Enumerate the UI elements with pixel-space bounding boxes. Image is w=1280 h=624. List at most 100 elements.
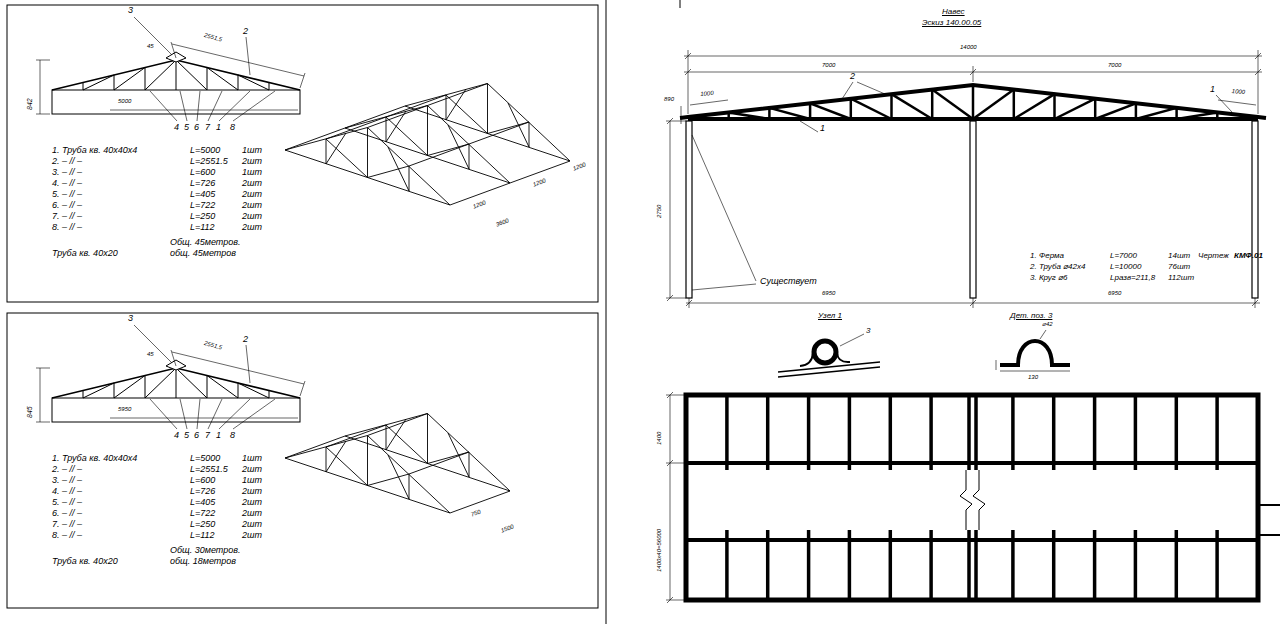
callout-number: 3 xyxy=(128,6,133,15)
spec-quantity: 2шт xyxy=(242,190,262,199)
spec-length: L=10000 xyxy=(1110,263,1141,271)
callout-number: 1 xyxy=(216,431,221,440)
drawing-line xyxy=(778,367,880,377)
spec-quantity: 112шт xyxy=(1168,274,1194,282)
spec-text: 7. – // – xyxy=(52,520,82,529)
drawing-line xyxy=(725,395,729,470)
angle-text: 45 xyxy=(147,43,154,49)
sheet-frame xyxy=(7,313,598,608)
callout-number: 5 xyxy=(184,431,189,440)
drawing-line xyxy=(680,85,1266,118)
assembly-detail xyxy=(778,334,880,377)
drawing-line xyxy=(970,300,976,306)
truss-elevation xyxy=(36,17,305,121)
drawing-line xyxy=(932,90,973,119)
callout-number: 7 xyxy=(205,123,210,132)
drawing-line xyxy=(889,395,893,470)
drawing-line xyxy=(851,99,892,119)
drawing-line xyxy=(996,360,997,370)
spec-quantity: 2шт xyxy=(242,531,262,540)
canopy-plan xyxy=(686,395,1280,600)
drawing-line xyxy=(1258,504,1280,506)
drawing-line xyxy=(667,392,673,398)
dimension-text: 1000 xyxy=(700,90,714,97)
drawing-line xyxy=(1093,530,1097,600)
callout-number: 7 xyxy=(205,431,210,440)
callout-number: 2 xyxy=(243,335,248,344)
drawing-line xyxy=(766,395,770,470)
spec-text: 1. Ферма xyxy=(1030,252,1064,260)
drawing-line xyxy=(1011,395,1015,470)
drawing-line xyxy=(840,334,864,346)
spec-quantity: 2шт xyxy=(242,465,262,474)
drawing-line xyxy=(1052,530,1056,600)
spec-quantity: 2шт xyxy=(242,201,262,210)
spec-quantity: 2шт xyxy=(242,157,262,166)
dimension-text: 750 xyxy=(470,509,481,518)
sheet-frame xyxy=(7,5,598,302)
drawing-line xyxy=(1052,395,1056,470)
drawing-line xyxy=(1135,103,1138,119)
spec-length: L=112 xyxy=(190,531,215,540)
drawing-line xyxy=(1000,371,1070,372)
dimension-text: 6950 xyxy=(822,290,835,296)
drawing-line xyxy=(685,69,691,75)
drawing-line xyxy=(809,103,812,119)
drawing-line xyxy=(848,530,852,600)
sheet-subtitle: Эскиз 140.00.05 xyxy=(922,19,981,27)
drawing-line xyxy=(725,530,729,600)
spec-text: 7. – // – xyxy=(52,212,82,221)
spec-length: L=5000 xyxy=(190,146,220,155)
dimension-text: 2551,5 xyxy=(203,340,222,351)
drawing-line xyxy=(1134,395,1138,470)
drawing-line xyxy=(670,395,671,600)
drawing-line xyxy=(326,425,386,447)
drawing-line xyxy=(667,118,673,124)
drawing-line xyxy=(1011,530,1015,600)
drawing-line xyxy=(974,530,978,600)
spec-length: L=250 xyxy=(190,520,215,529)
spec-quantity: 2шт xyxy=(242,212,262,221)
drawing-line xyxy=(972,85,975,119)
drawing-line xyxy=(960,470,972,530)
total-text: Общ. 30метров. xyxy=(170,546,240,555)
drawing-line xyxy=(690,100,728,105)
drawing-line xyxy=(1013,90,1016,119)
drawing-line xyxy=(409,452,469,474)
dimension-text: 3600 xyxy=(495,217,510,227)
drawing-line xyxy=(326,95,446,139)
drawing-line xyxy=(686,121,692,298)
spec-quantity: 76шт xyxy=(1168,263,1190,271)
drawing-line xyxy=(667,295,673,301)
drawing-line xyxy=(285,106,405,150)
spec-length: L=600 xyxy=(190,476,215,485)
callout-number: 3 xyxy=(128,314,133,323)
spec-length: L=600 xyxy=(190,168,215,177)
spec-text: 1. Труба кв. 40х40х4 xyxy=(52,146,137,155)
spec-text: 5. – // – xyxy=(52,498,82,507)
spec-text: 3. – // – xyxy=(52,476,82,485)
drawing-line xyxy=(692,135,756,281)
callout-number: 1 xyxy=(1210,85,1215,94)
spec-text: 6. – // – xyxy=(52,201,82,210)
dimension-text: 1200 xyxy=(572,161,587,171)
dimension-text: 2750 xyxy=(656,205,662,218)
callout-number: 1 xyxy=(216,123,221,132)
truss-isometric xyxy=(285,436,450,514)
drawing-line xyxy=(970,69,976,75)
drawing-line xyxy=(666,121,686,122)
drawing-line xyxy=(729,112,770,119)
callout-number: 3 xyxy=(866,327,870,335)
drawing-line xyxy=(1215,395,1219,470)
drawing-line xyxy=(686,538,1258,542)
drawing-line xyxy=(931,90,934,119)
callout-number: 8 xyxy=(230,123,235,132)
dimension-text: 1500 xyxy=(500,523,515,533)
spec-quantity: 1шт xyxy=(242,476,262,485)
drawing-line xyxy=(929,530,933,600)
callout-number: 5 xyxy=(184,123,189,132)
spec-length: Lразв=211,8 xyxy=(1110,274,1155,282)
drawing-line xyxy=(768,108,771,119)
spec-text: 4. – // – xyxy=(52,487,82,496)
spec-quantity: 2шт xyxy=(242,223,262,232)
